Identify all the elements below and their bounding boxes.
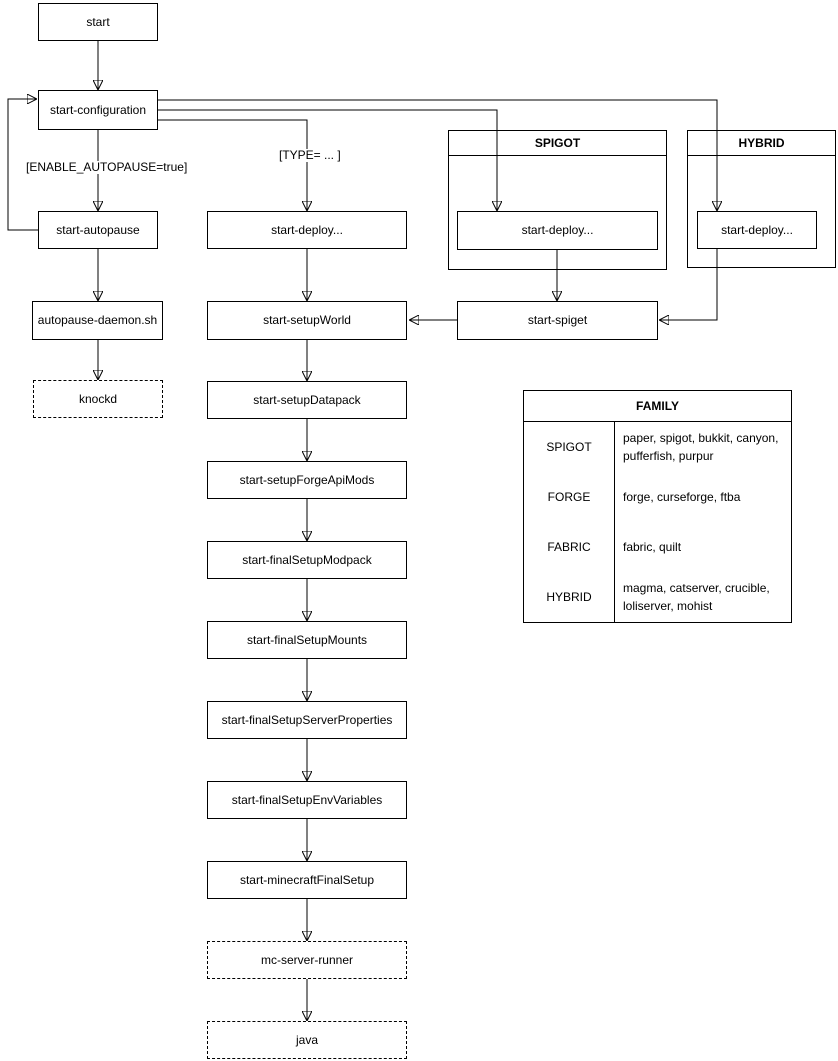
node-java: java — [207, 1021, 407, 1059]
node-start-finalSetupMounts: start-finalSetupMounts — [207, 621, 407, 659]
family-table-title: FAMILY — [524, 391, 791, 422]
node-start-finalSetupServerProperties: start-finalSetupServerProperties — [207, 701, 407, 739]
family-cell: HYBRID — [546, 590, 592, 604]
family-table-row-hybrid: HYBRID magma, catserver, crucible, lolis… — [524, 572, 791, 622]
node-spigot-start-deploy: start-deploy... — [457, 211, 658, 250]
node-start-configuration: start-configuration — [38, 90, 158, 130]
types-cell: magma, catserver, crucible, loliserver, … — [614, 572, 791, 622]
node-start-spiget: start-spiget — [457, 301, 658, 340]
family-cell: FABRIC — [547, 540, 591, 554]
types-cell: forge, curseforge, ftba — [614, 472, 791, 522]
node-start-finalSetupModpack: start-finalSetupModpack — [207, 541, 407, 579]
node-start-minecraftFinalSetup: start-minecraftFinalSetup — [207, 861, 407, 899]
node-hybrid-start-deploy: start-deploy... — [697, 211, 817, 249]
family-table-row-fabric: FABRIC fabric, quilt — [524, 522, 791, 572]
edge-label-type-condition: [TYPE= ... ] — [277, 148, 343, 162]
node-start-finalSetupEnvVariables: start-finalSetupEnvVariables — [207, 781, 407, 819]
node-start-setupWorld: start-setupWorld — [207, 301, 407, 340]
node-autopause-daemon-sh: autopause-daemon.sh — [32, 301, 163, 340]
node-start-deploy: start-deploy... — [207, 211, 407, 249]
node-start-setupDatapack: start-setupDatapack — [207, 381, 407, 419]
node-start: start — [38, 3, 158, 41]
family-cell: FORGE — [547, 490, 591, 504]
types-cell: paper, spigot, bukkit, canyon, pufferfis… — [614, 422, 791, 472]
node-mc-server-runner: mc-server-runner — [207, 941, 407, 979]
group-spigot-title: SPIGOT — [449, 131, 666, 156]
node-start-setupForgeApiMods: start-setupForgeApiMods — [207, 461, 407, 499]
family-table-row-spigot: SPIGOT paper, spigot, bukkit, canyon, pu… — [524, 422, 791, 472]
family-table: FAMILY SPIGOT paper, spigot, bukkit, can… — [523, 390, 792, 623]
node-knockd: knockd — [33, 380, 163, 418]
edge-label-enable-autopause: [ENABLE_AUTOPAUSE=true] — [24, 160, 190, 174]
family-table-body: SPIGOT paper, spigot, bukkit, canyon, pu… — [524, 422, 791, 622]
family-cell: SPIGOT — [546, 440, 592, 454]
group-hybrid-title: HYBRID — [688, 131, 835, 156]
family-table-row-forge: FORGE forge, curseforge, ftba — [524, 472, 791, 522]
node-start-autopause: start-autopause — [38, 211, 158, 249]
types-cell: fabric, quilt — [614, 522, 791, 572]
